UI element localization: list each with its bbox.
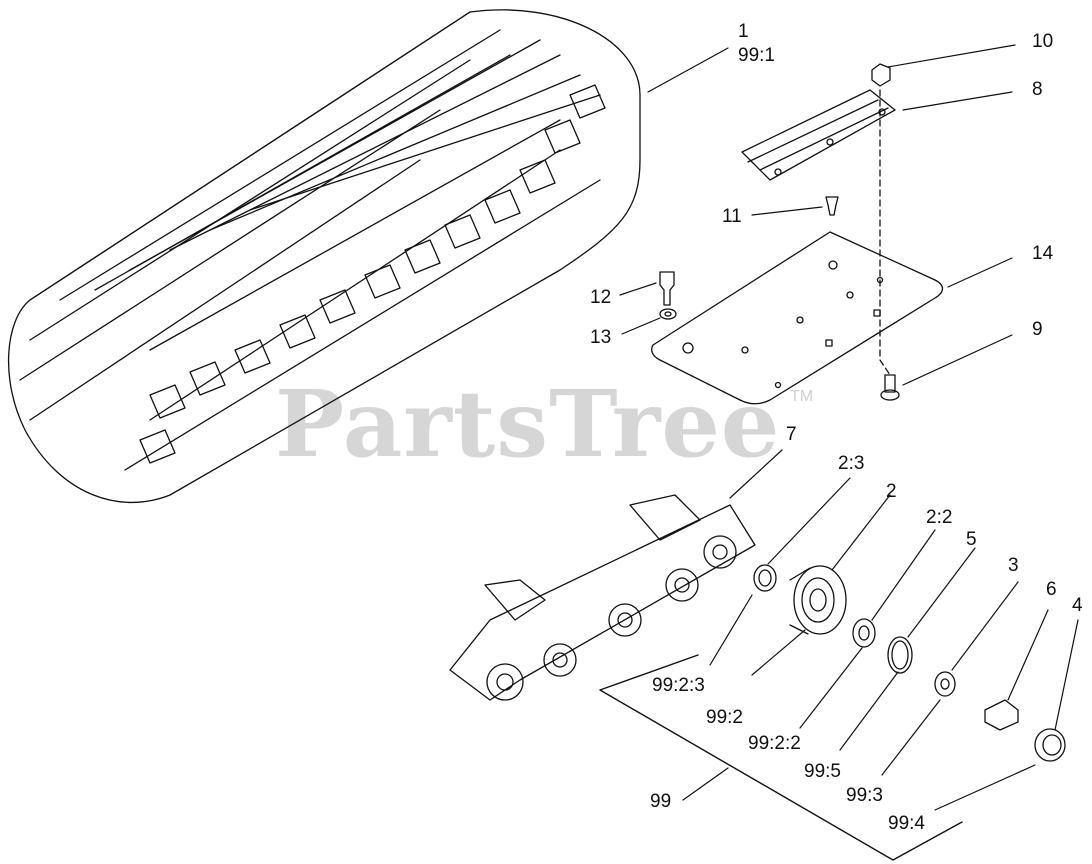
callout-99-2-2[interactable]: 99:2:2	[748, 733, 801, 754]
callout-14[interactable]: 14	[1032, 243, 1054, 264]
leader-lines	[619, 44, 1079, 811]
callout-8[interactable]: 8	[1032, 79, 1043, 100]
callout-10[interactable]: 10	[1032, 31, 1054, 52]
mounting-plate-part[interactable]	[651, 231, 944, 405]
roller-frame-part[interactable]	[449, 494, 756, 701]
dust-cap-part[interactable]	[1034, 728, 1066, 762]
spacer-washer-part[interactable]	[934, 671, 956, 697]
partstree-watermark: PartsTree	[275, 370, 781, 478]
callout-1[interactable]: 1	[738, 21, 749, 42]
hex-bolt-part[interactable]	[984, 699, 1019, 731]
callout-3[interactable]: 3	[1008, 555, 1019, 576]
assembly-bracket-99	[599, 654, 963, 861]
snap-ring-part[interactable]	[887, 636, 913, 674]
callout-13[interactable]: 13	[590, 327, 612, 348]
callout-2[interactable]: 2	[886, 481, 897, 502]
callout-99-2-3[interactable]: 99:2:3	[652, 675, 705, 696]
callout-6[interactable]: 6	[1046, 579, 1057, 600]
callout-99-4[interactable]: 99:4	[888, 813, 925, 834]
callout-5[interactable]: 5	[966, 529, 977, 550]
callout-2-3[interactable]: 2:3	[838, 453, 865, 474]
bearing-part[interactable]	[852, 618, 876, 648]
callout-11[interactable]: 11	[722, 206, 742, 227]
washer-part[interactable]	[659, 308, 677, 320]
callout-7[interactable]: 7	[786, 424, 797, 445]
callout-99-3[interactable]: 99:3	[846, 785, 883, 806]
rubber-track-part[interactable]	[7, 9, 641, 503]
screw-part[interactable]	[825, 196, 839, 216]
callout-9[interactable]: 9	[1032, 319, 1043, 340]
nut-part[interactable]	[871, 63, 891, 87]
trademark-mark: TM	[790, 388, 814, 405]
rail-bracket-part[interactable]	[741, 89, 896, 181]
callout-12[interactable]: 12	[590, 287, 612, 308]
roller-wheel-part[interactable]	[789, 565, 847, 635]
callout-99[interactable]: 99	[650, 791, 672, 812]
callout-99-1[interactable]: 99:1	[738, 45, 775, 66]
callout-99-2[interactable]: 99:2	[706, 707, 743, 728]
seal-part[interactable]	[753, 564, 777, 592]
bolt-part[interactable]	[659, 271, 675, 306]
callout-4[interactable]: 4	[1072, 595, 1083, 616]
carriage-bolt-part[interactable]	[880, 374, 900, 401]
callout-99-5[interactable]: 99:5	[804, 761, 841, 782]
callout-2-2[interactable]: 2:2	[926, 507, 953, 528]
